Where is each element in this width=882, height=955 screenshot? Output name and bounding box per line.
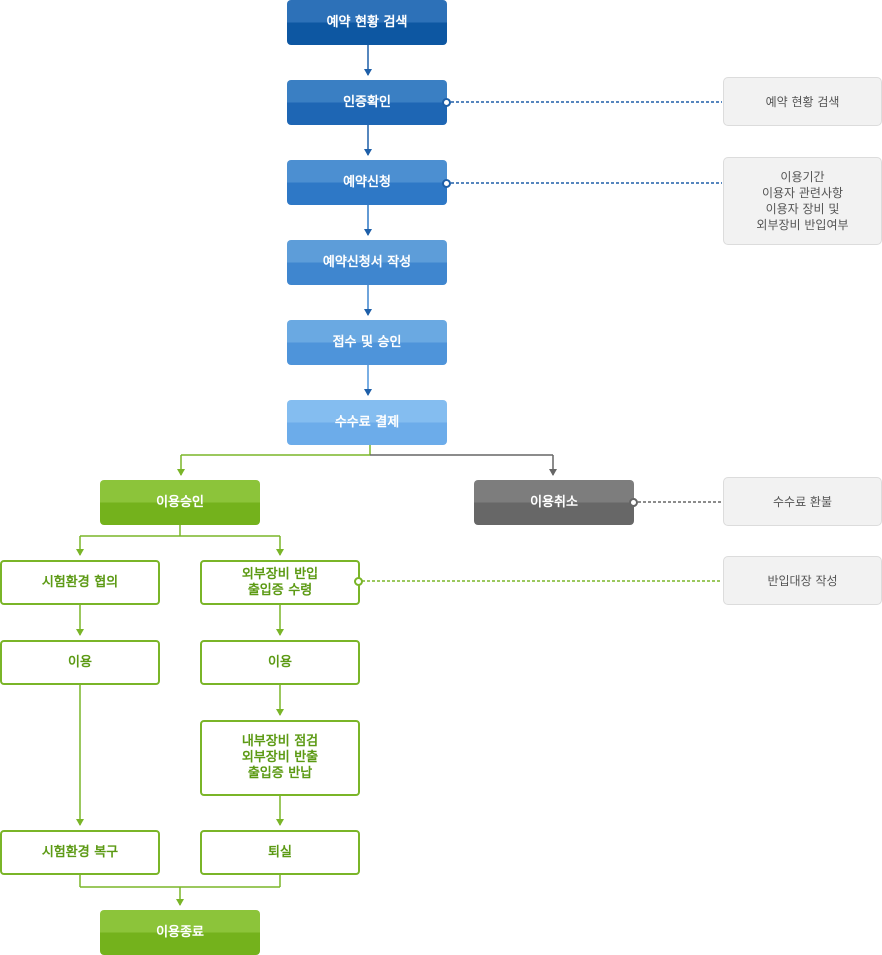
note-apply-details: 이용기간 이용자 관련사항 이용자 장비 및 외부장비 반입여부	[723, 157, 882, 245]
note-apply-line-2: 이용자 관련사항	[761, 186, 844, 200]
pass-line-2: 출입증 수령	[247, 582, 313, 598]
check-line-1: 내부장비 점검	[241, 734, 319, 749]
step-reservation-request: 예약신청	[287, 160, 447, 205]
step-equipment-check-return: 내부장비 점검 외부장비 반출 출입증 반납	[200, 720, 360, 796]
note-apply-line-3: 이용자 장비 및	[765, 202, 840, 216]
note-fee-refund: 수수료 환불	[723, 477, 882, 526]
apply-connector-dot	[442, 179, 451, 188]
auth-connector-dot	[442, 98, 451, 107]
step-right-use: 이용	[200, 640, 360, 685]
check-line-3: 출입증 반납	[247, 766, 313, 781]
step-exit: 퇴실	[200, 830, 360, 875]
step-left-use: 이용	[0, 640, 160, 685]
step-use-end: 이용종료	[100, 910, 260, 955]
step-use-cancel: 이용취소	[474, 480, 634, 525]
step-test-env-consult: 시험환경 협의	[0, 560, 160, 605]
step-reservation-search: 예약 현황 검색	[287, 0, 447, 45]
pass-connector-dot	[354, 577, 363, 586]
note-apply-line-4: 외부장비 반입여부	[756, 218, 849, 232]
step-equipment-import-pass: 외부장비 반입 출입증 수령	[200, 560, 360, 605]
step-fee-payment: 수수료 결제	[287, 400, 447, 445]
step-test-env-restore: 시험환경 복구	[0, 830, 160, 875]
pass-line-1: 외부장비 반입	[241, 566, 319, 582]
step-use-approval: 이용승인	[100, 480, 260, 525]
note-apply-line-1: 이용기간	[780, 170, 825, 184]
cancel-connector-dot	[629, 498, 638, 507]
step-write-application: 예약신청서 작성	[287, 240, 447, 285]
step-receipt-approval: 접수 및 승인	[287, 320, 447, 365]
step-authentication: 인증확인	[287, 80, 447, 125]
check-line-2: 외부장비 반출	[241, 750, 319, 765]
note-import-ledger: 반입대장 작성	[723, 556, 882, 605]
note-auth: 예약 현황 검색	[723, 77, 882, 126]
